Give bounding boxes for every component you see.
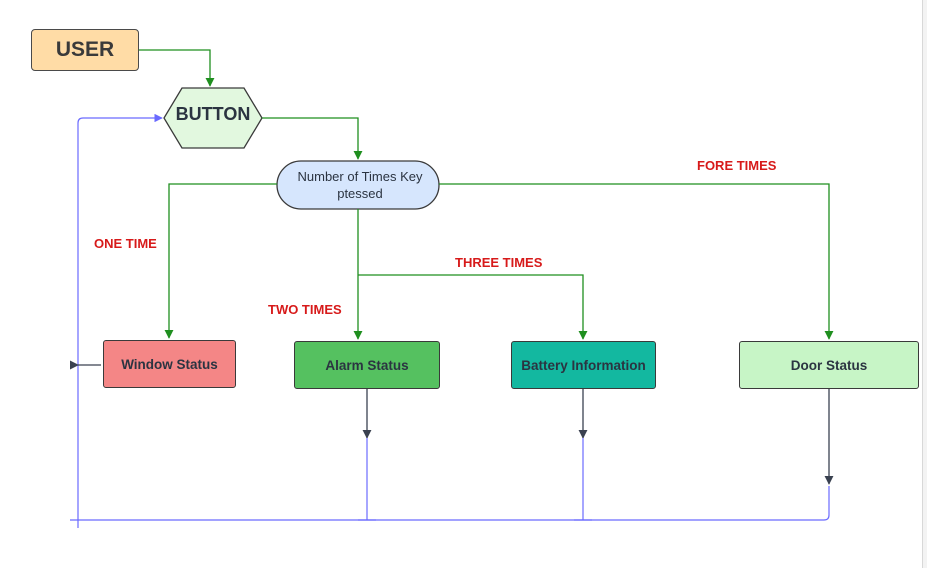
decision-label-line1: Number of Times Key xyxy=(297,169,423,184)
connector-decision-to-door xyxy=(439,183,834,340)
window-status-node: Window Status xyxy=(103,340,236,388)
battery-information-node: Battery Information xyxy=(511,341,656,389)
decision-label-line2: ptessed xyxy=(337,186,383,201)
connector-decision-to-battery xyxy=(358,274,588,340)
connector-decision-to-window xyxy=(164,183,277,339)
feedback-bottom-line xyxy=(70,486,830,521)
edge-label-two-times: TWO TIMES xyxy=(268,302,342,317)
door-status-node: Door Status xyxy=(739,341,919,389)
alarm-status-node: Alarm Status xyxy=(294,341,440,389)
decision-node: Number of Times Key ptessed xyxy=(282,163,438,207)
edge-label-fore-times: FORE TIMES xyxy=(697,158,777,173)
edge-label-one-time: ONE TIME xyxy=(94,236,157,251)
button-node-label: BUTTON xyxy=(175,103,251,124)
connector-user-to-button xyxy=(139,49,215,87)
user-node: USER xyxy=(31,29,139,71)
connector-button-to-decision xyxy=(262,117,363,160)
button-hexagon-shape xyxy=(163,87,263,149)
canvas-edge-scrollbar xyxy=(922,0,927,568)
feedback-return-to-button xyxy=(77,113,163,528)
edge-label-three-times: THREE TIMES xyxy=(455,255,543,270)
